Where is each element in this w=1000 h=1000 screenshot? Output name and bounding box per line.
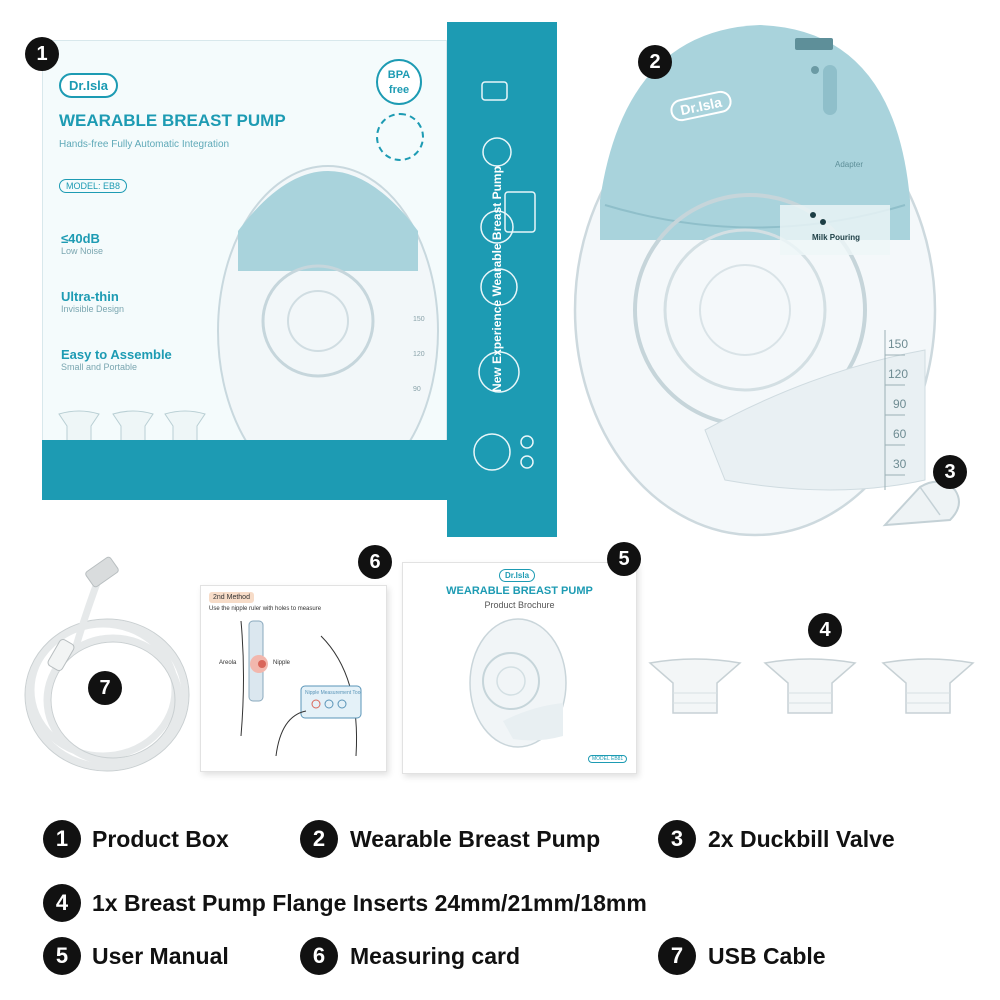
scale-label: 120: [888, 367, 909, 381]
legend-badge-1: 1: [43, 820, 81, 858]
box-brand-logo: Dr.Isla: [59, 73, 119, 98]
brochure-title: WEARABLE BREAST PUMP: [446, 585, 593, 597]
svg-text:120: 120: [413, 351, 425, 358]
scale-label: 30: [893, 457, 907, 471]
legend-badge-4: 4: [43, 884, 81, 922]
brochure-brand-logo: Dr.Isla: [499, 569, 536, 582]
feature-title: Ultra-thin: [61, 289, 119, 304]
card-method-label: 2nd Method: [209, 592, 254, 603]
legend-badge-5: 5: [43, 937, 81, 975]
legend-label-pump: Wearable Breast Pump: [350, 826, 601, 852]
legend-badge-3: 3: [658, 820, 696, 858]
card-areola-label: Areola: [219, 660, 237, 666]
card-illustration: [240, 620, 362, 757]
box-side-text: New Experience Wearable Breast Pump: [490, 166, 504, 392]
callout-5-manual: 5: [607, 542, 641, 576]
feature-ultra-thin: Ultra-thin Invisible Design: [61, 289, 124, 314]
legend-label-manual: User Manual: [92, 943, 229, 969]
box-title: WEARABLE BREAST PUMP: [59, 111, 286, 130]
legend-label-product-box: Product Box: [92, 826, 229, 852]
feature-title: ≤40dB: [61, 231, 100, 246]
scale-label: 90: [893, 397, 907, 411]
legend-badge-7: 7: [658, 937, 696, 975]
box-model-tag: MODEL: EB8: [59, 179, 128, 193]
card-instruction: Use the nipple ruler with holes to measu…: [209, 606, 322, 612]
legend-label-flanges: 1x Breast Pump Flange Inserts 24mm/21mm/…: [92, 890, 647, 916]
feature-easy-assemble: Easy to Assemble Small and Portable: [61, 347, 172, 372]
legend-badge-6: 6: [300, 937, 338, 975]
box-subtitle: Hands-free Fully Automatic Integration: [59, 139, 230, 150]
legend-label-valve: 2x Duckbill Valve: [708, 826, 895, 852]
feature-sub: Invisible Design: [61, 304, 125, 314]
box-bottom-band: [42, 440, 447, 500]
card-nipple-label: Nipple: [273, 660, 291, 666]
callout-7-cable: 7: [88, 671, 122, 705]
callout-3-valve: 3: [933, 455, 967, 489]
box-pump-image: 150 120 90: [217, 165, 439, 497]
callout-1-product-box: 1: [25, 37, 59, 71]
box-side-diagrams: [473, 81, 536, 471]
bpa-text: BPA: [387, 69, 411, 81]
legend-label-cable: USB Cable: [708, 943, 826, 969]
scale-label: 150: [888, 337, 909, 351]
feature-low-noise: ≤40dB Low Noise: [61, 231, 103, 256]
free-text: free: [388, 84, 410, 96]
duckbill-valve-image: [882, 480, 960, 527]
callout-4-flanges: 4: [808, 613, 842, 647]
box-front-panel: Dr.Isla BPA free WEARABLE BREAST PUMP Ha…: [42, 40, 447, 500]
feature-title: Easy to Assemble: [61, 347, 172, 362]
usb-cable-image: [24, 556, 190, 772]
bpa-free-badge: BPA free: [376, 59, 422, 105]
svg-text:90: 90: [413, 386, 421, 393]
card-tool-label: Nipple Measurement Tool: [305, 690, 362, 696]
legend-badge-2: 2: [300, 820, 338, 858]
svg-text:150: 150: [413, 316, 425, 323]
feature-sub: Small and Portable: [61, 362, 138, 372]
callout-2-pump: 2: [638, 45, 672, 79]
certification-seal-icon: [376, 113, 424, 161]
pump-milk-label: Milk Pouring: [812, 233, 860, 242]
scale-label: 60: [893, 427, 907, 441]
brochure-pump-image: [469, 618, 567, 748]
callout-6-card: 6: [358, 545, 392, 579]
flange-inserts-image: [648, 658, 975, 714]
user-manual: Dr.Isla WEARABLE BREAST PUMP Product Bro…: [402, 562, 637, 774]
feature-sub: Low Noise: [61, 246, 104, 256]
pump-adapter-label: Adapter: [835, 160, 864, 169]
box-side-panel: New Experience Wearable Breast Pump: [447, 22, 557, 537]
legend-label-card: Measuring card: [350, 943, 520, 969]
brochure-subtitle: Product Brochure: [484, 600, 555, 610]
box-flange-icons: [58, 410, 206, 443]
wearable-pump-image: [573, 25, 937, 537]
measuring-card: 2nd Method Use the nipple ruler with hol…: [200, 585, 387, 772]
brochure-model-tag: MODEL EB81: [588, 755, 628, 763]
